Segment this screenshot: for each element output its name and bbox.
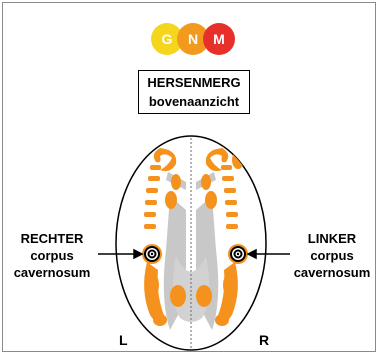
left-label-line-3: cavernosum — [2, 264, 102, 281]
right-target-icon — [228, 244, 248, 264]
left-target-icon — [142, 244, 162, 264]
right-label-line-1: LINKER — [282, 230, 380, 247]
left-label: RECHTER corpus cavernosum — [2, 230, 102, 281]
side-marker-left: L — [119, 332, 128, 348]
right-label-line-3: cavernosum — [282, 264, 380, 281]
right-label-line-2: corpus — [282, 247, 380, 264]
side-marker-right: R — [259, 332, 269, 348]
right-label: LINKER corpus cavernosum — [282, 230, 380, 281]
left-label-line-2: corpus — [2, 247, 102, 264]
left-label-line-1: RECHTER — [2, 230, 102, 247]
